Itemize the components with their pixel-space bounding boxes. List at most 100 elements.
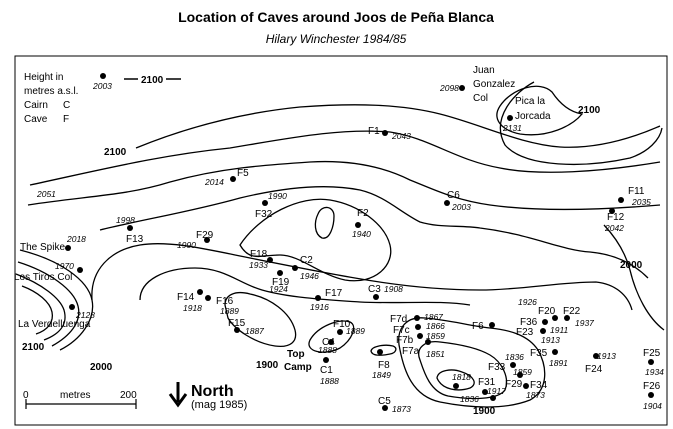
point-height: 1891 — [549, 358, 568, 368]
cave-f31: 1818 F31 — [452, 372, 496, 389]
cave-f24: F24 1913 — [585, 351, 616, 375]
point-height: 1908 — [384, 284, 403, 294]
point-height: 2014 — [204, 177, 224, 187]
point-pica-la-jorcada: 2131 — [502, 115, 522, 133]
point-marker — [205, 295, 211, 301]
contour-west-fans-2 — [17, 261, 80, 347]
point-marker — [373, 294, 379, 300]
point-label: C1 — [320, 365, 333, 376]
legend-cairn: Cairn — [24, 100, 48, 111]
spot-height-1917: 1917 — [487, 386, 506, 401]
point-label: F17 — [325, 288, 343, 299]
legend-cairn-code: C — [63, 100, 70, 111]
point-the-spike: 2018 — [65, 234, 86, 251]
north-arrow: North (mag 1985) — [168, 382, 247, 411]
north-note: (mag 1985) — [191, 399, 247, 411]
contour-basin-inner — [139, 267, 471, 306]
cave-f2: F2 1940 — [352, 208, 371, 239]
point-marker — [542, 319, 548, 325]
point-label: F31 — [478, 377, 496, 388]
cave-f15: F15 1887 — [228, 318, 264, 336]
place-jorcada: Jorcada — [515, 111, 551, 122]
spot-height-1926: 1926 — [518, 297, 537, 307]
point-height: 2098 — [439, 83, 459, 93]
point-marker — [593, 353, 599, 359]
cave-f13: 1998 F13 — [116, 215, 144, 245]
point-marker — [382, 405, 388, 411]
point-height: 1918 — [183, 303, 202, 313]
point-label: F35 — [530, 348, 548, 359]
point-label: F6 — [472, 321, 484, 332]
point-height: 1970 — [55, 261, 74, 271]
point-marker — [382, 130, 388, 136]
contour-1900-east — [398, 317, 546, 408]
point-label: F12 — [607, 212, 625, 223]
legend-line-2: metres a.s.l. — [24, 86, 78, 97]
scale-start: 0 — [23, 390, 29, 401]
point-label: F8 — [378, 360, 390, 371]
legend: Height in metres a.s.l. Cairn C Cave F 2… — [24, 72, 181, 125]
point-label: F18 — [250, 249, 268, 260]
point-marker — [507, 115, 513, 121]
point-height: 1873 — [392, 404, 411, 414]
point-height: 1916 — [310, 302, 329, 312]
point-marker — [648, 392, 654, 398]
point-height: 2035 — [631, 197, 651, 207]
place-gonzalez: Gonzalez — [473, 79, 515, 90]
point-label: F19 — [272, 277, 290, 288]
point-marker — [355, 222, 361, 228]
place-top: Top — [287, 349, 305, 360]
cairn-c3: C3 1908 — [368, 284, 403, 300]
contour-main-north — [27, 160, 661, 211]
point-marker — [69, 304, 75, 310]
point-label: F34 — [530, 380, 548, 391]
point-height: 1911 — [550, 325, 569, 335]
contour-2100-west — [29, 130, 661, 186]
cave-f33: F33 1836 — [488, 352, 524, 373]
point-marker — [517, 372, 523, 378]
cave-f7b: F7b 1859 — [396, 331, 445, 346]
point-label: F20 — [538, 306, 556, 317]
spot-height-1836-south: 1836 — [460, 389, 488, 404]
scale-end: 200 — [120, 390, 137, 401]
point-height: 1836 — [505, 352, 524, 362]
point-label: C2 — [300, 255, 313, 266]
place-col: Col — [473, 93, 488, 104]
cave-f29-east: F29 1859 — [505, 367, 532, 390]
place-pica: Pica la — [515, 96, 545, 107]
contour-2100-north — [135, 104, 661, 149]
cave-f17: F17 1916 — [310, 288, 343, 312]
cave-f35: F35 1891 — [530, 348, 568, 368]
map-frame — [14, 55, 668, 426]
point-label: F15 — [228, 318, 246, 329]
point-label: F10 — [333, 319, 351, 330]
point-height: 1913 — [541, 335, 560, 345]
contour-west-fans — [19, 249, 94, 351]
point-height: 1924 — [269, 284, 288, 294]
point-marker — [523, 383, 529, 389]
point-height: 2043 — [391, 131, 411, 141]
point-marker — [230, 176, 236, 182]
cave-f7a: F7a 1851 — [402, 339, 445, 359]
cairn-c2: C2 1946 — [292, 255, 319, 281]
point-height: 1887 — [245, 326, 264, 336]
cave-f10: F10 1889 — [333, 319, 365, 336]
point-label: F7c — [393, 325, 410, 336]
legend-point-height: 2003 — [92, 81, 112, 91]
cairn-c1: C1 1888 — [320, 357, 339, 386]
point-marker — [609, 208, 615, 214]
point-height: 1888 — [320, 376, 339, 386]
cave-f25: F25 1934 — [643, 348, 664, 377]
place-names: Juan Gonzalez Col Pica la Jorcada The Sp… — [14, 65, 551, 373]
point-label: F7b — [396, 335, 414, 346]
legend-cave: Cave — [24, 114, 48, 125]
point-marker — [490, 395, 496, 401]
point-height: 1836 — [460, 394, 479, 404]
point-height: 1998 — [116, 215, 135, 225]
contour-inner-ring — [239, 198, 392, 282]
contour-f8-loop — [370, 344, 397, 356]
point-marker — [648, 359, 654, 365]
contour-label-2100-west: 2100 — [104, 147, 127, 158]
point-height: 2051 — [36, 189, 56, 199]
